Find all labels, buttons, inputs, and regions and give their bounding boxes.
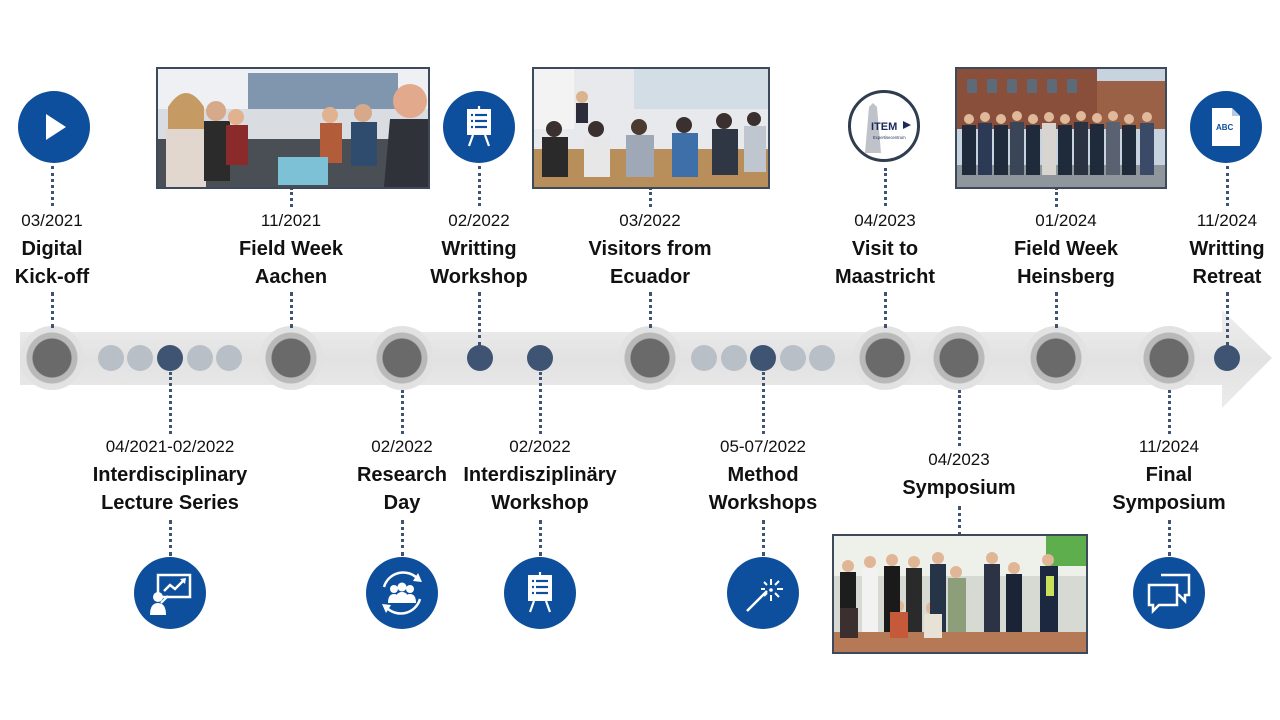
event-title: Symposium: [902, 477, 1016, 499]
flipchart-icon: [443, 91, 515, 163]
event-date: 04/2021-02/2022: [105, 437, 235, 456]
connector: [290, 187, 293, 207]
timeline-dot: [527, 345, 553, 371]
event-date: 02/2022: [448, 211, 510, 230]
connector: [1168, 390, 1171, 434]
timeline-dot: [691, 345, 717, 371]
connector: [1055, 292, 1058, 328]
timeline-dot: [216, 345, 242, 371]
connector: [401, 520, 404, 556]
connector: [1168, 520, 1171, 556]
presentation-icon: [134, 557, 206, 629]
timeline-dot: [750, 345, 776, 371]
event-date: 03/2021: [21, 211, 83, 230]
magic-wand-icon: [727, 557, 799, 629]
flipchart-icon: [504, 557, 576, 629]
event-date: 03/2022: [619, 211, 681, 230]
event-date: 01/2024: [1035, 211, 1097, 230]
item-logo: ITEM Expertisecentrum: [848, 90, 920, 162]
connector: [169, 372, 172, 434]
connector: [51, 166, 54, 206]
timeline-dot: [721, 345, 747, 371]
connector: [1226, 292, 1229, 346]
document-icon: ABC: [1190, 91, 1262, 163]
connector: [884, 168, 887, 206]
timeline-node: [927, 326, 991, 390]
photo-visitors-from-ecuador: [532, 67, 770, 189]
timeline-dot: [157, 345, 183, 371]
timeline-dot: [467, 345, 493, 371]
connector: [51, 292, 54, 328]
timeline-node: [20, 326, 84, 390]
connector: [401, 390, 404, 434]
photo-field-week-heinsberg: [955, 67, 1167, 189]
connector: [539, 372, 542, 434]
timeline-node: [1024, 326, 1088, 390]
timeline-dot: [1214, 345, 1240, 371]
timeline-dot: [809, 345, 835, 371]
photo-symposium: [832, 534, 1088, 654]
play-icon: [18, 91, 90, 163]
event-date: 02/2022: [371, 437, 433, 456]
connector: [649, 292, 652, 328]
connector: [290, 292, 293, 328]
group-cycle-icon: [366, 557, 438, 629]
timeline-node: [853, 326, 917, 390]
event-date: 11/2024: [1138, 437, 1200, 456]
event-date: 04/2023: [854, 211, 916, 230]
timeline-dot: [187, 345, 213, 371]
connector: [958, 390, 961, 446]
chat-bubbles-icon: [1133, 557, 1205, 629]
connector: [478, 166, 481, 206]
connector: [478, 292, 481, 346]
event-date: 05-07/2022: [719, 437, 807, 456]
timeline-node: [259, 326, 323, 390]
event-date: 02/2022: [509, 437, 571, 456]
timeline-node: [1137, 326, 1201, 390]
connector: [762, 372, 765, 434]
connector: [762, 520, 765, 556]
event-date: 11/2024: [1196, 211, 1258, 230]
connector: [884, 292, 887, 328]
connector: [958, 506, 961, 536]
logo-text: ITEM: [871, 121, 897, 133]
connector: [1055, 187, 1058, 207]
connector: [539, 520, 542, 556]
connector: [169, 520, 172, 556]
photo-field-week-aachen: [156, 67, 430, 189]
timeline-dot: [780, 345, 806, 371]
timeline-node: [618, 326, 682, 390]
logo-subtext: Expertisecentrum: [873, 135, 906, 140]
timeline-dot: [98, 345, 124, 371]
timeline-dot: [127, 345, 153, 371]
document-icon-label: ABC: [1216, 123, 1234, 132]
event-date: 11/2021: [260, 211, 322, 230]
event-date: 04/2023: [928, 450, 990, 469]
timeline-node: [370, 326, 434, 390]
connector: [1226, 166, 1229, 206]
connector: [649, 187, 652, 207]
